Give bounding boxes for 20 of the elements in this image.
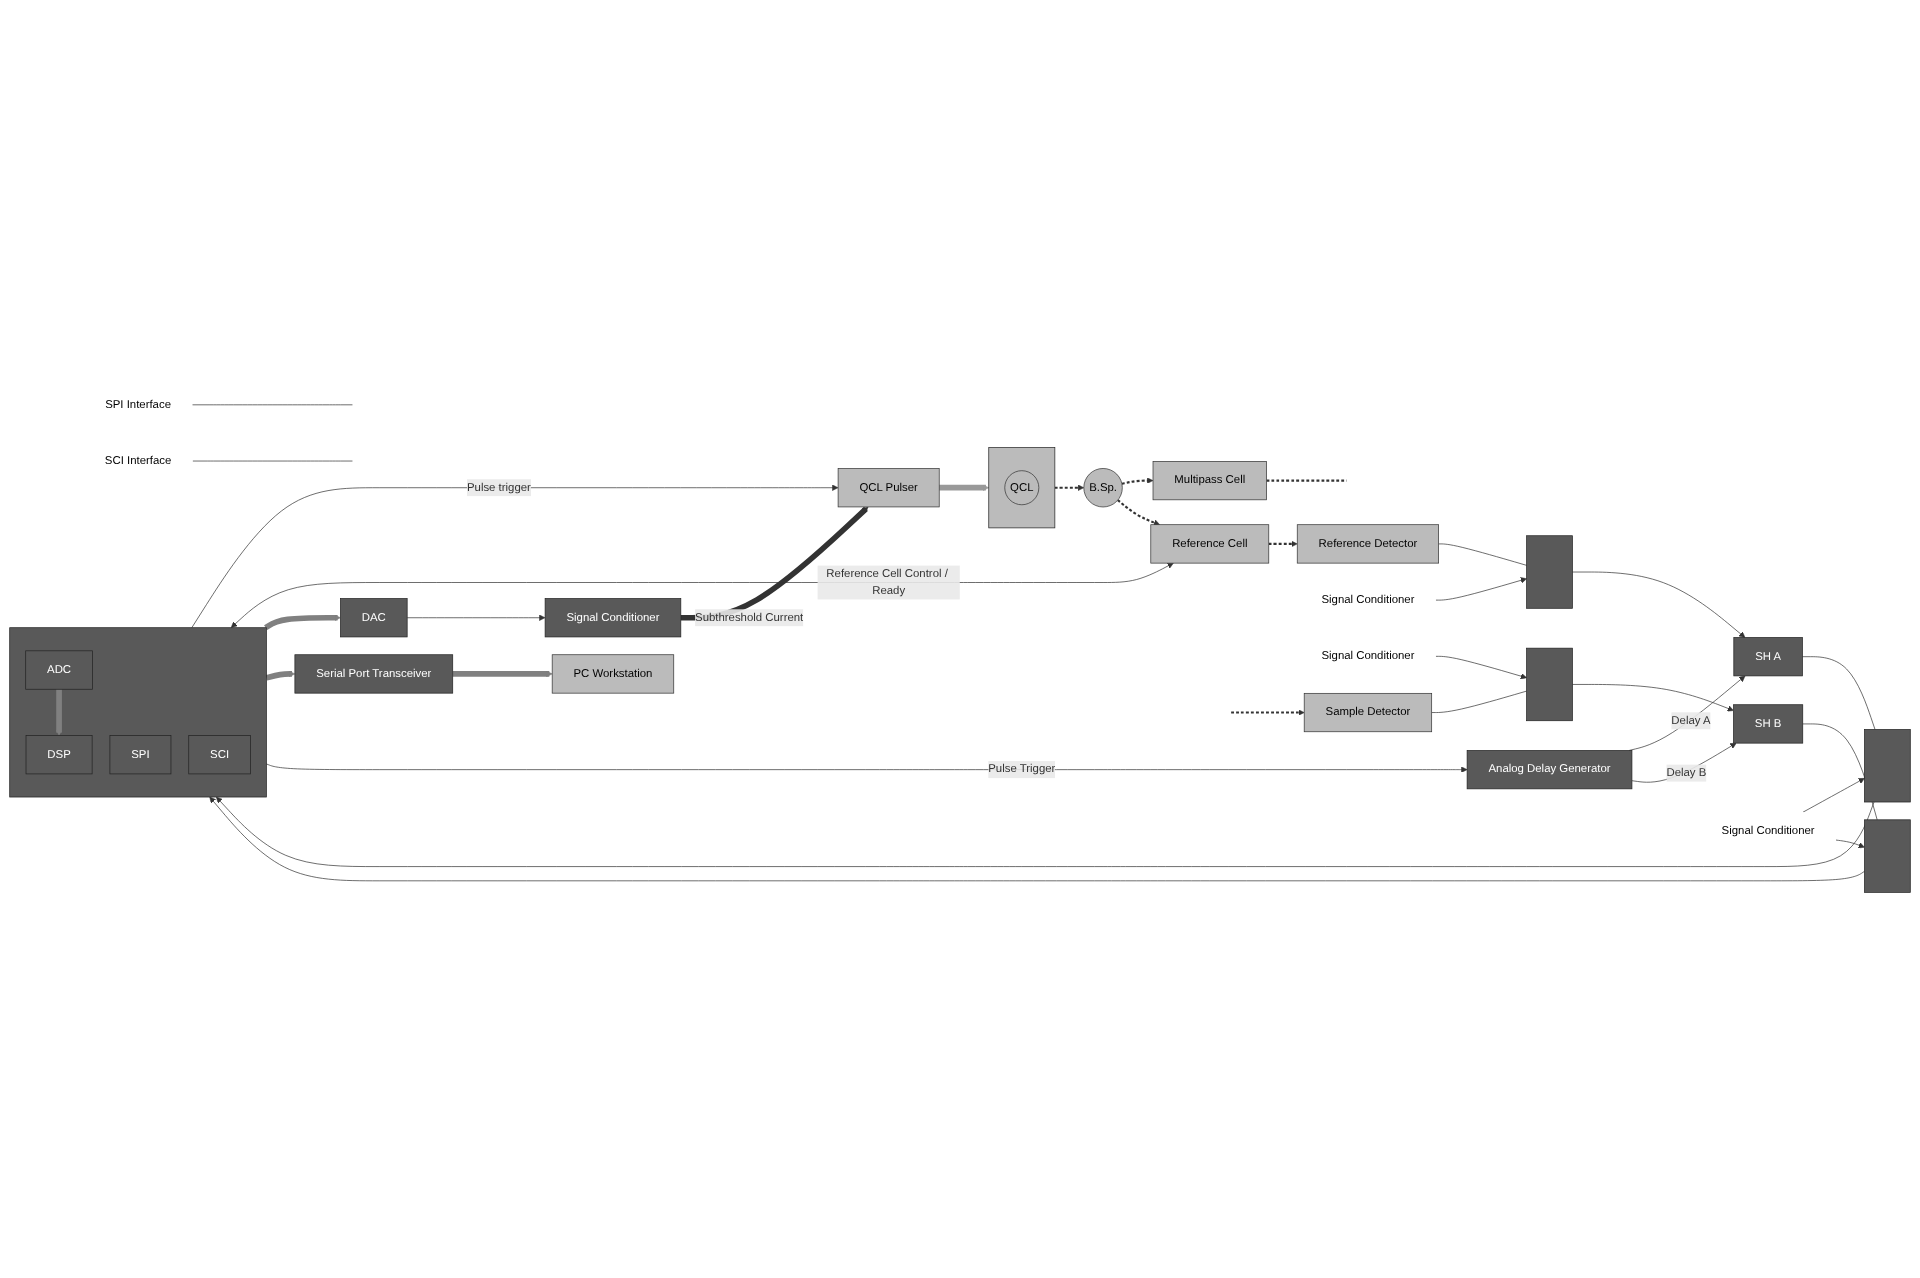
connector xyxy=(1438,543,1527,566)
node-bar xyxy=(1526,535,1573,609)
arrow xyxy=(55,689,63,736)
node-bar xyxy=(1864,819,1911,893)
node-bar xyxy=(1864,729,1911,803)
arrow xyxy=(452,670,553,678)
arrow xyxy=(1117,499,1160,526)
arrow xyxy=(939,484,990,491)
arrow xyxy=(265,670,296,681)
node-bar xyxy=(1526,647,1573,722)
cluster xyxy=(9,627,267,798)
connector xyxy=(1431,690,1527,713)
cluster xyxy=(988,447,1056,529)
connector xyxy=(1266,479,1347,482)
arrow xyxy=(1268,540,1298,548)
arrow xyxy=(1054,484,1085,491)
arrow xyxy=(1231,709,1305,716)
arrow xyxy=(1121,477,1154,485)
arrow xyxy=(264,614,341,631)
connector xyxy=(1802,656,1876,730)
